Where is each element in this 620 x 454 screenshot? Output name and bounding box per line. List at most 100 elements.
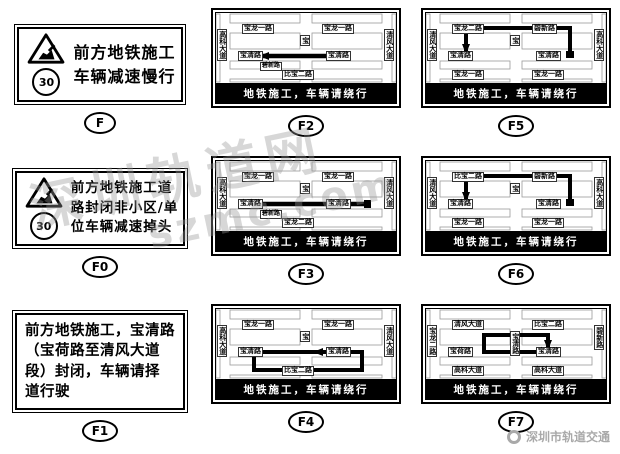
sign-text-line: 前方地铁施工，宝清路 (25, 323, 175, 339)
road-label: 高科大道 (532, 366, 564, 376)
detour-banner: 地铁施工，车辆请绕行 (216, 379, 396, 399)
road-label: 宝 (300, 35, 310, 46)
cell-sign-f1: 前方地铁施工，宝清路 （宝荷路至清风大道 段）封闭，车辆请择 道行驶 F1 (0, 304, 200, 454)
road-label: 宝清路 (238, 347, 263, 357)
road-label: 高科大道 (217, 325, 227, 357)
road-label: 碧新路 (594, 325, 604, 350)
detour-route-arrow (462, 26, 572, 54)
detour-banner: 地铁施工，车辆请绕行 (216, 231, 396, 251)
cell-map-f4: 宝龙一路 宝龙一路 高科大道 清风大道 宝清路 宝 宝清路 比宝二路 地铁施工，… (200, 304, 412, 454)
road-label: 宝清路 (326, 199, 351, 209)
speed-value: 30 (36, 219, 52, 233)
route-start-marker (364, 200, 371, 208)
road-label: 高科大道 (217, 29, 227, 61)
road-label: 碧新路 (532, 24, 557, 34)
warning-sign-f: 30 前方地铁施工 车辆减速慢行 (14, 24, 186, 105)
road-label: 宝龙二路 (452, 24, 484, 34)
road-label: 比宝二路 (282, 366, 314, 376)
sign-code-badge: F1 (81, 420, 119, 443)
road-label: 宝龙一路 (452, 70, 484, 80)
road-label: 宝清路 (536, 347, 561, 357)
road-label: 宝清路 (238, 51, 263, 61)
road-label: 高科大道 (594, 29, 604, 61)
road-label: 宝 (300, 183, 310, 194)
road-label: 碧新路 (260, 62, 283, 71)
sign-text: 前方地铁施工道 路封闭非小区/单 位车辆减速掉头 (71, 179, 178, 238)
detour-map-sign: 清风大道 比宝二路 宝龙二路 碧新路 宝荷路 宝清路 宝清路 高科大道 高科大道… (421, 304, 611, 404)
sign-text-line: 车辆减速慢行 (73, 66, 176, 86)
sign-text-line: 路封闭非小区/单 (70, 199, 179, 216)
cell-map-f2: 宝龙一路 宝龙一路 高科大道 清风大道 宝清路 宝 宝清路 碧新路 比宝二路 地… (200, 8, 412, 156)
detour-banner: 地铁施工，车辆请绕行 (426, 379, 606, 399)
sign-code-badge: F4 (287, 411, 325, 433)
sign-text: 前方地铁施工，宝清路 （宝荷路至清风大道 段）封闭，车辆请择 道行驶 (25, 321, 175, 402)
detour-route-arrow (462, 174, 572, 202)
sign-icon-column: 30 (24, 33, 68, 96)
detour-map-sign: 比宝二路 碧新路 清风大道 高科大道 宝清路 宝 宝清路 宝龙一路 宝龙一路 地… (421, 156, 611, 256)
road-label: 高科大道 (594, 177, 604, 209)
road-label: 宝龙一路 (322, 172, 354, 182)
sign-text-line: 段）封闭，车辆请择 (25, 363, 160, 380)
cell-map-f6: 比宝二路 碧新路 清风大道 高科大道 宝清路 宝 宝清路 宝龙一路 宝龙一路 地… (412, 156, 620, 304)
sign-code-badge: F3 (287, 263, 325, 285)
road-label: 清风大道 (427, 177, 437, 209)
road-label: 清风大道 (384, 29, 394, 61)
road-label: 宝龙一路 (242, 320, 274, 330)
road-label: 宝清路 (536, 51, 561, 61)
road-label: 宝龙一路 (322, 320, 354, 330)
road-label: 宝清路 (326, 51, 351, 61)
road-label: 碧新路 (260, 210, 283, 219)
road-label: 比宝二路 (452, 172, 484, 182)
sign-icon-column: 30 (22, 177, 66, 240)
cell-map-f3: 宝龙一路 宝龙一路 高科大道 清风大道 宝清路 宝 宝清路 碧新路 宝龙二路 地… (200, 156, 412, 304)
road-label: 高科大道 (452, 366, 484, 376)
detour-banner: 地铁施工，车辆请绕行 (216, 83, 396, 103)
detour-map-sign: 宝龙二路 碧新路 清风大道 高科大道 宝清路 宝 宝清路 宝龙一路 宝龙一路 地… (421, 8, 611, 108)
route-start-marker (566, 51, 574, 58)
road-label: 清风大道 (384, 177, 394, 209)
rail-transit-logo: 深圳市轨道交通 (506, 428, 610, 445)
road-label: 宝龙一路 (532, 218, 564, 228)
road-label: 宝 (510, 35, 520, 46)
road-label: 宝龙一路 (532, 70, 564, 80)
speed-value: 30 (38, 75, 55, 89)
sign-text: 前方地铁施工 车辆减速慢行 (73, 41, 175, 87)
road-label: 宝龙二路 (427, 325, 437, 357)
road-label: 宝龙一路 (242, 24, 274, 34)
sign-text-line: 前方地铁施工 (73, 43, 176, 63)
road-label: 宝清路 (448, 51, 473, 61)
detour-map-sign: 宝龙一路 宝龙一路 高科大道 清风大道 宝清路 宝 宝清路 碧新路 宝龙二路 地… (211, 156, 401, 256)
road-label: 比宝二路 (532, 320, 564, 330)
road-label: 清风大道 (452, 320, 484, 330)
sign-text-line: （宝荷路至清风大道 (25, 343, 160, 360)
rail-transit-logo-icon (506, 429, 521, 444)
sign-code-badge: F6 (497, 263, 535, 285)
road-label: 宝清路 (238, 199, 263, 209)
cell-sign-f: 30 前方地铁施工 车辆减速慢行 F (0, 8, 200, 156)
sign-text-line: 前方地铁施工道 (70, 180, 173, 197)
sign-code-badge: F (84, 112, 116, 134)
road-label: 宝龙二路 (282, 218, 314, 228)
road-label: 宝清路 (536, 199, 561, 209)
road-label: 宝荷路 (448, 347, 473, 357)
road-label: 宝清路 (448, 199, 473, 209)
road-label: 宝清路 (326, 347, 351, 357)
rail-transit-logo-text: 深圳市轨道交通 (525, 430, 610, 444)
construction-warning-icon (25, 177, 63, 208)
detour-banner: 地铁施工，车辆请绕行 (426, 231, 606, 251)
road-label: 高科大道 (217, 177, 227, 209)
sign-code-badge: F0 (81, 256, 119, 278)
speed-limit-sign: 30 (29, 212, 58, 240)
sign-code-badge: F5 (497, 115, 535, 137)
route-start-marker (566, 199, 574, 206)
warning-sign-f1: 前方地铁施工，宝清路 （宝荷路至清风大道 段）封闭，车辆请择 道行驶 (12, 310, 188, 414)
warning-sign-f0: 30 前方地铁施工道 路封闭非小区/单 位车辆减速掉头 (11, 168, 189, 249)
road-label: 清风大道 (384, 325, 394, 357)
sign-code-badge: F2 (287, 115, 325, 137)
speed-limit-sign: 30 (32, 68, 61, 96)
road-label: 宝清路 (510, 331, 520, 356)
detour-route-arrow (482, 333, 552, 354)
road-label: 碧新路 (532, 172, 557, 182)
road-label: 宝龙一路 (452, 218, 484, 228)
